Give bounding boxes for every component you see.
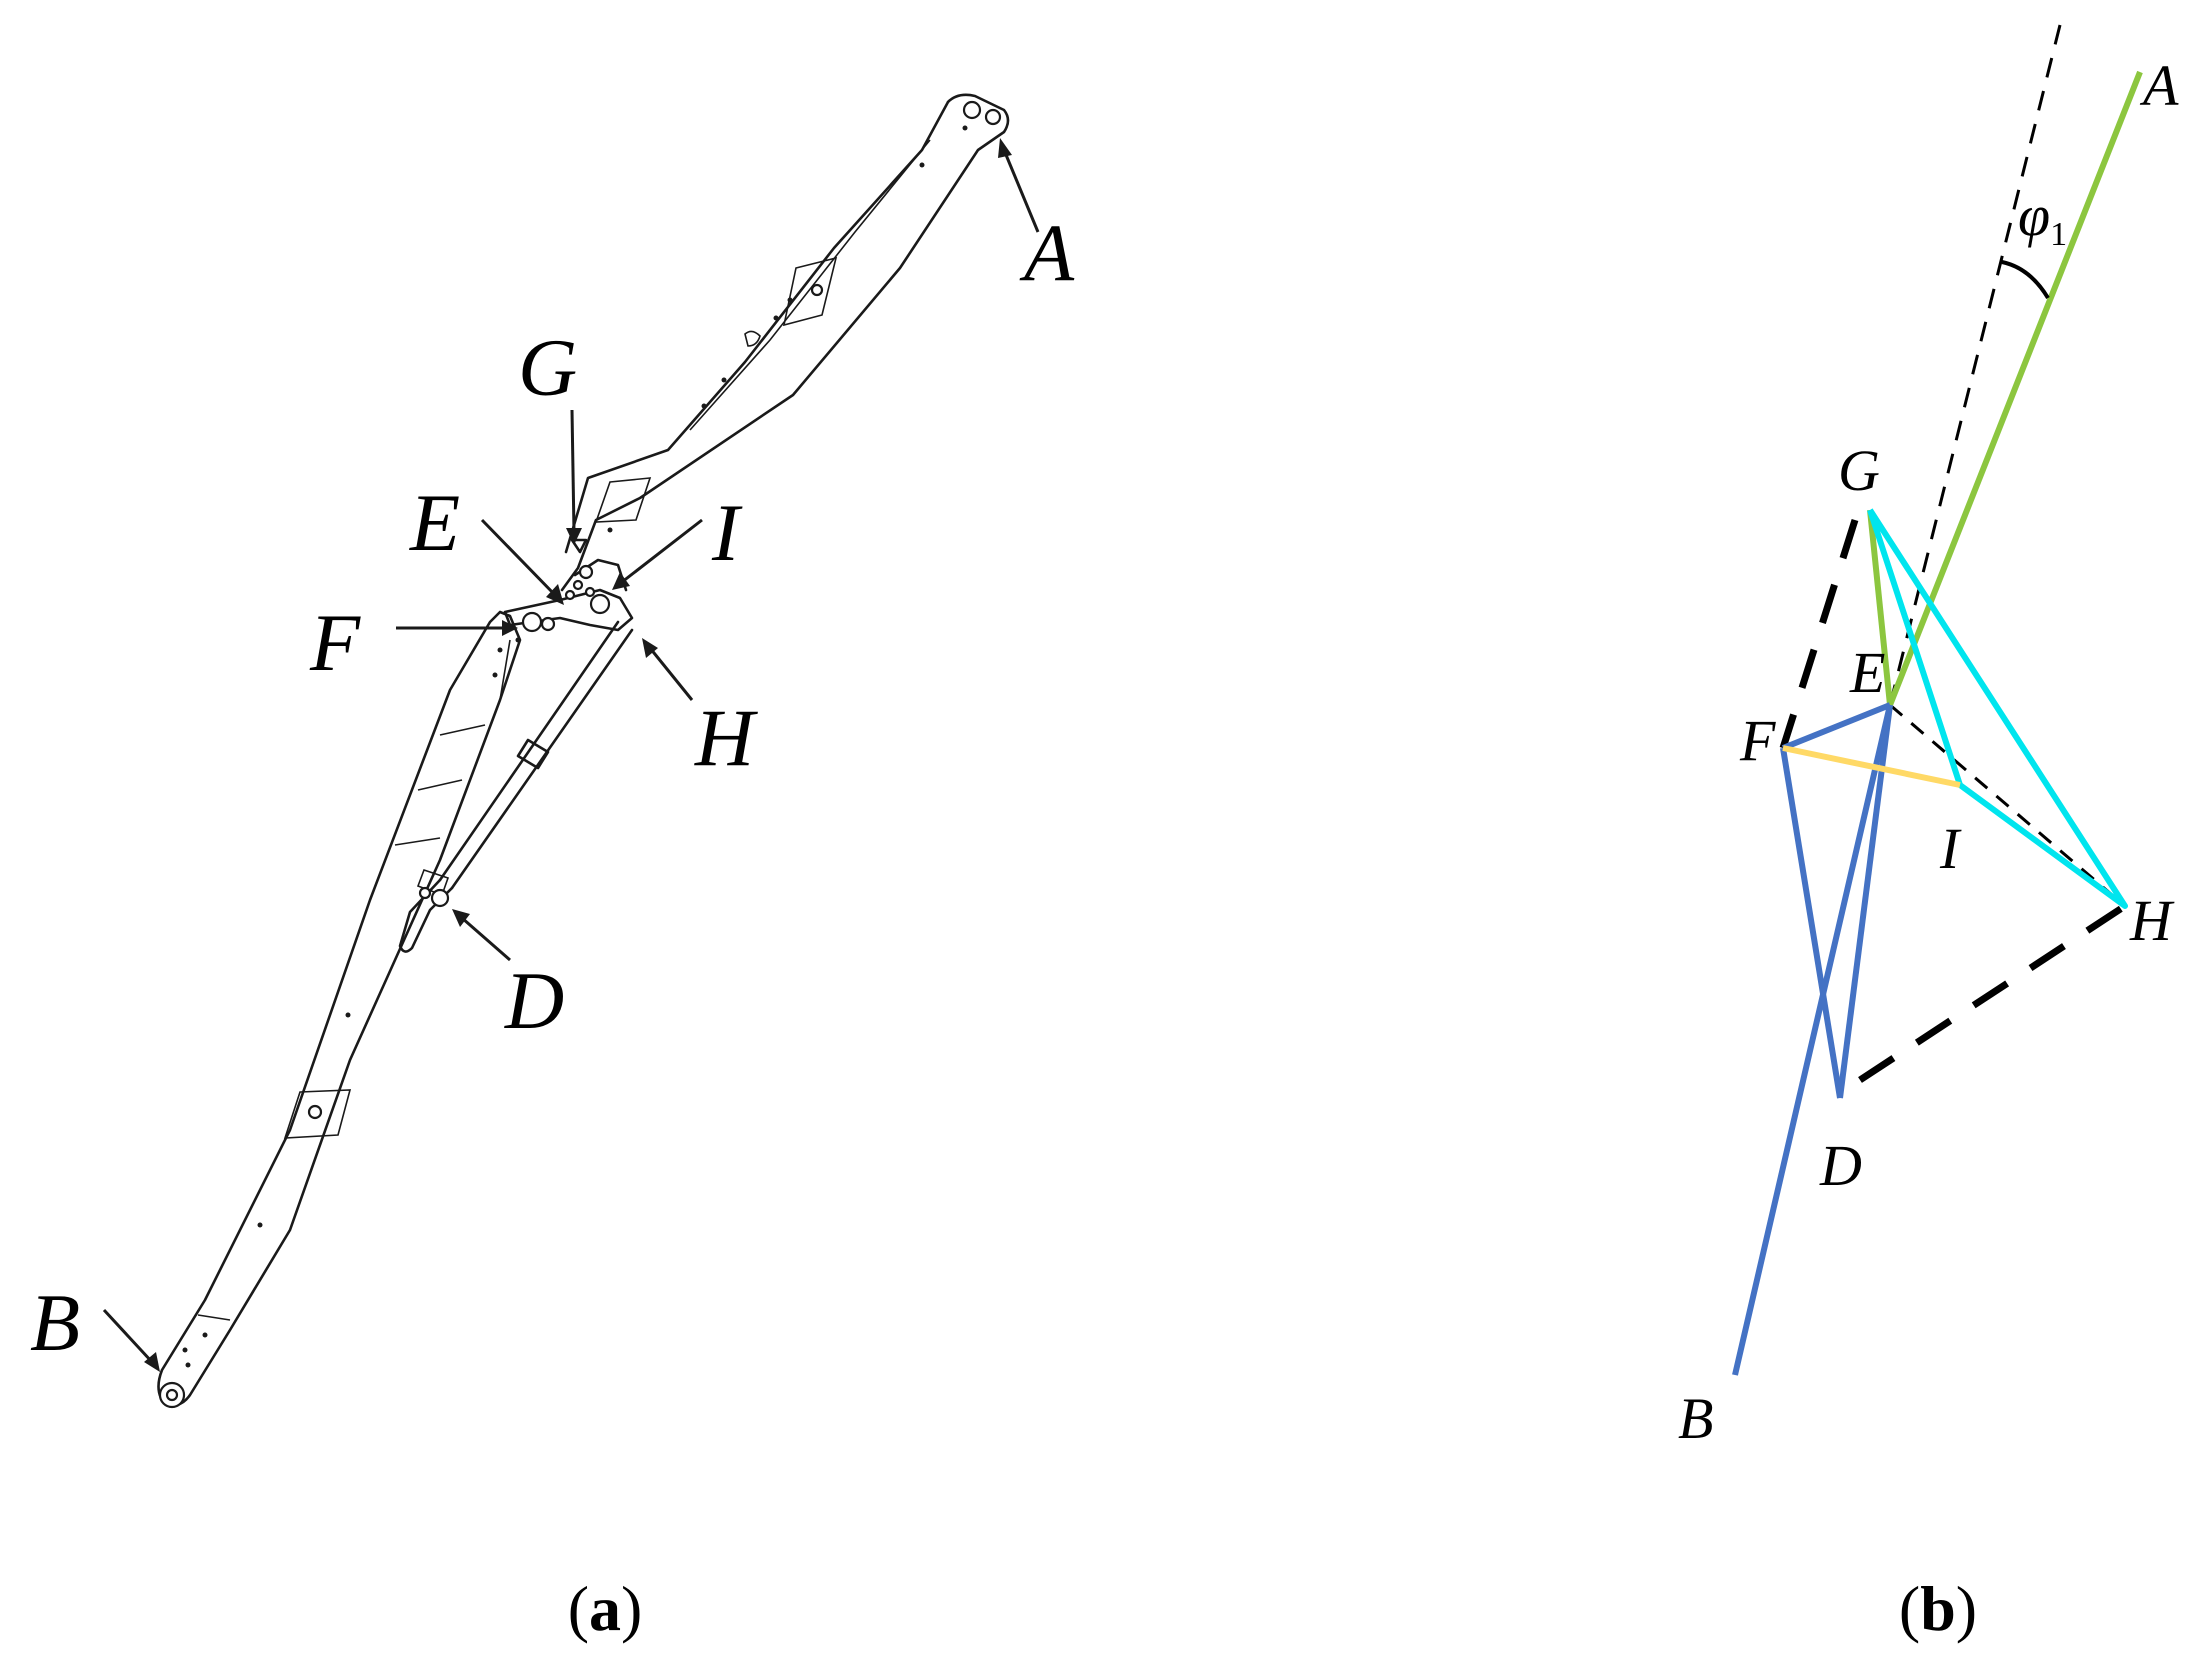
dashed-link-d-h — [1858, 903, 2127, 1083]
upper-arm-hole-1 — [810, 283, 824, 297]
label-a-E: E — [409, 477, 460, 568]
dashed-link-g-f — [1779, 518, 1859, 750]
link-g-h-i — [1867, 508, 2128, 909]
link-e-a — [1887, 70, 2143, 707]
panel-b-schematic: A φ1 G E F I H D B (b) — [1678, 24, 2179, 1644]
pin-d — [430, 888, 450, 908]
hydraulic-cylinder — [398, 620, 634, 953]
link-f-d — [1780, 747, 1843, 1099]
link-f-e — [1781, 702, 1892, 751]
label-a-A: A — [1019, 207, 1075, 298]
upper-arm — [560, 93, 1010, 592]
label-b-A: A — [2139, 53, 2179, 118]
label-a-I: I — [711, 487, 743, 578]
panel-a-labels: A G E I F H D B — [30, 207, 1075, 1368]
pin-a — [962, 100, 982, 120]
label-b-E: E — [1849, 640, 1885, 705]
label-b-D: D — [1819, 1133, 1862, 1198]
label-a-H: H — [694, 692, 758, 783]
label-b-I: I — [1939, 816, 1962, 881]
label-b-phi: φ1 — [2018, 183, 2067, 253]
label-b-F: F — [1739, 708, 1776, 773]
label-a-B: B — [30, 1277, 80, 1368]
label-b-H: H — [2129, 888, 2175, 953]
angle-arc-phi1 — [2001, 260, 2050, 300]
pin-g — [572, 579, 584, 591]
label-a-D: D — [504, 955, 564, 1046]
panel-b-labels: A φ1 G E F I H D B — [1678, 53, 2179, 1451]
caption-b: (b) — [1899, 1573, 1977, 1644]
leader-arrows — [102, 138, 1040, 1372]
caption-a: (a) — [568, 1573, 643, 1644]
lower-arm — [157, 610, 522, 1407]
dashed-link-e-h — [1889, 703, 2126, 908]
label-b-B: B — [1678, 1386, 1713, 1451]
pin-f — [521, 611, 543, 633]
link-e-g — [1867, 509, 1893, 706]
link-e-b — [1732, 704, 1893, 1376]
panel-a-drawing: A G E I F H D B (a) — [30, 93, 1075, 1644]
pin-i — [578, 564, 594, 580]
reference-dashed-line — [1888, 24, 2062, 706]
lower-arm-hole — [307, 1104, 323, 1120]
link-f-i — [1782, 745, 1961, 788]
pin-e — [564, 589, 576, 601]
label-a-G: G — [518, 322, 577, 413]
label-a-F: F — [309, 597, 361, 688]
label-b-G: G — [1838, 438, 1880, 503]
pin-h — [589, 593, 611, 615]
